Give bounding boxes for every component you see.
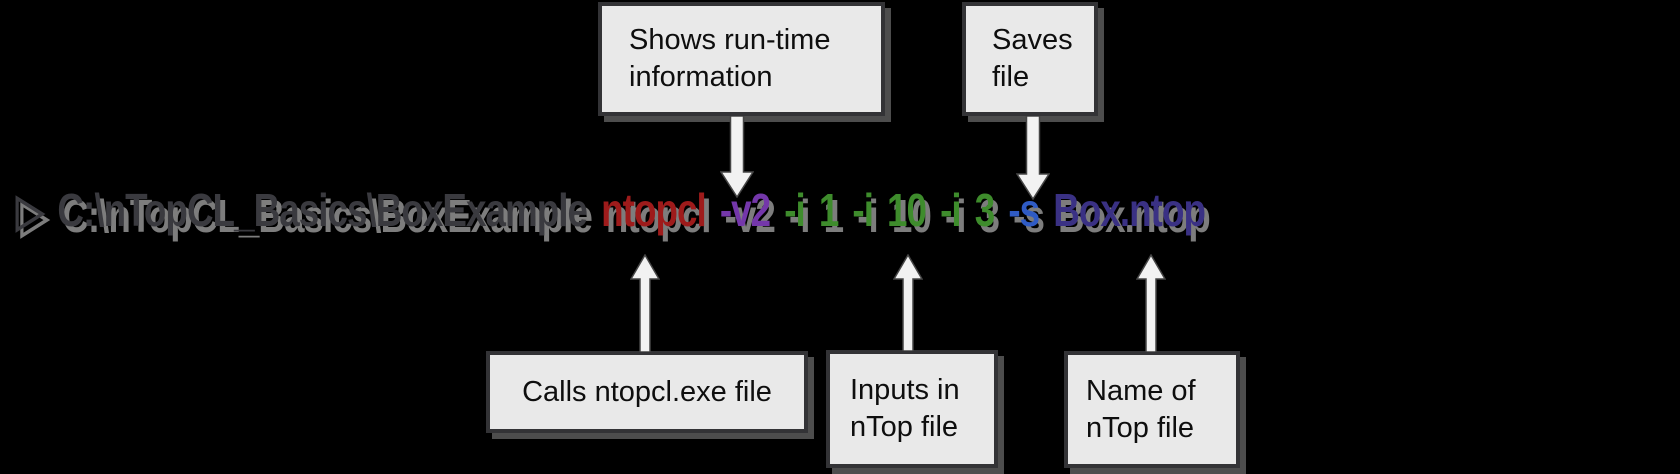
name-arrow-up-icon xyxy=(1136,254,1166,352)
callout-text-line: Saves xyxy=(992,24,1073,56)
callout-saves-file: Saves file xyxy=(962,2,1098,116)
cmd-token-input-flag-2: -i 10 xyxy=(852,184,927,236)
callout-text-line: Calls ntopcl.exe file xyxy=(522,375,772,408)
runtime-arrow-down-icon xyxy=(720,116,754,198)
prompt-icon: ▷ xyxy=(16,184,44,236)
callout-text-line: information xyxy=(629,61,773,93)
callout-text-line: Shows run-time xyxy=(629,24,831,56)
cmd-token-working-directory-path: C:\nTopCL_Basics\BoxExample xyxy=(57,184,588,236)
callout-shows-runtime-info: Shows run-time information xyxy=(598,2,885,116)
callout-name-of-ntop-file: Name of nTop file xyxy=(1064,351,1240,468)
cmd-token-input-flag-1: -i 1 xyxy=(784,184,839,236)
calls-arrow-up-icon xyxy=(630,254,660,352)
callout-text-line: Inputs in xyxy=(850,374,960,406)
callout-text-line: nTop file xyxy=(1086,411,1195,444)
inputs-arrow-up-icon xyxy=(893,254,923,351)
saves-arrow-down-icon xyxy=(1016,116,1050,200)
callout-text-line: Name of xyxy=(1086,374,1196,407)
callout-inputs-in-ntop-file: Inputs in nTop file xyxy=(826,350,998,468)
callout-calls-ntopcl-exe: Calls ntopcl.exe file xyxy=(486,351,808,433)
callout-text-line: file xyxy=(992,61,1030,93)
cmd-token-verbosity-flag: -v2 xyxy=(719,184,771,236)
cmd-token-ntop-file-name: Box.ntop xyxy=(1053,184,1206,236)
cmd-token-executable: ntopcl xyxy=(601,184,707,236)
callout-text-line: nTop file xyxy=(850,411,959,443)
command-line: ▷ C:\nTopCL_Basics\BoxExample ntopcl -v2… xyxy=(16,184,1206,236)
cmd-token-input-flag-3: -i 3 xyxy=(940,184,995,236)
